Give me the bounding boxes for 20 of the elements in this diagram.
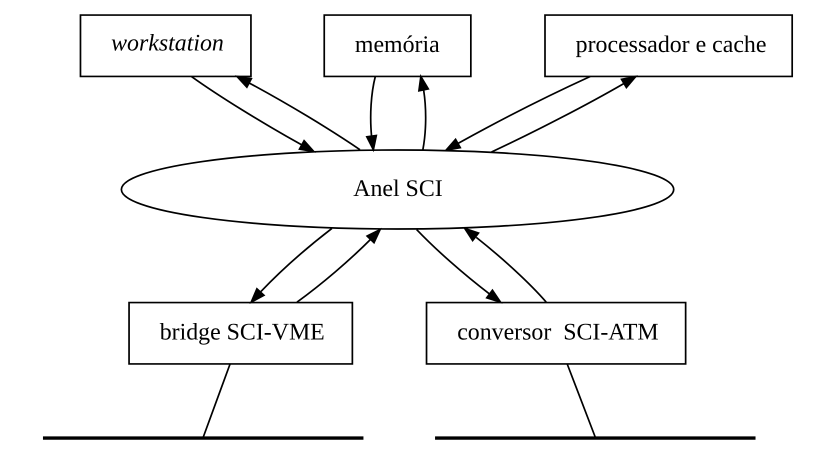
arrow [190, 76, 316, 153]
connector [202, 364, 230, 438]
node-box: workstation [79, 14, 252, 78]
node-box: memória [322, 14, 472, 78]
node-bar [434, 436, 756, 440]
arrow [296, 228, 382, 303]
node-box: bridge SCI-VME [128, 302, 353, 365]
node-bar [42, 436, 363, 440]
arrow [443, 76, 590, 152]
arrow [416, 228, 502, 304]
arrow [462, 226, 546, 303]
arrow [490, 75, 638, 153]
node-box: processador e cache [544, 14, 793, 78]
arrow [365, 76, 377, 152]
connector [566, 364, 596, 438]
arrow [234, 75, 360, 150]
arrow [417, 74, 430, 150]
node-ellipse: Anel SCI [120, 149, 674, 230]
node-box: conversor SCI-ATM [425, 302, 686, 365]
arrow [249, 228, 332, 304]
